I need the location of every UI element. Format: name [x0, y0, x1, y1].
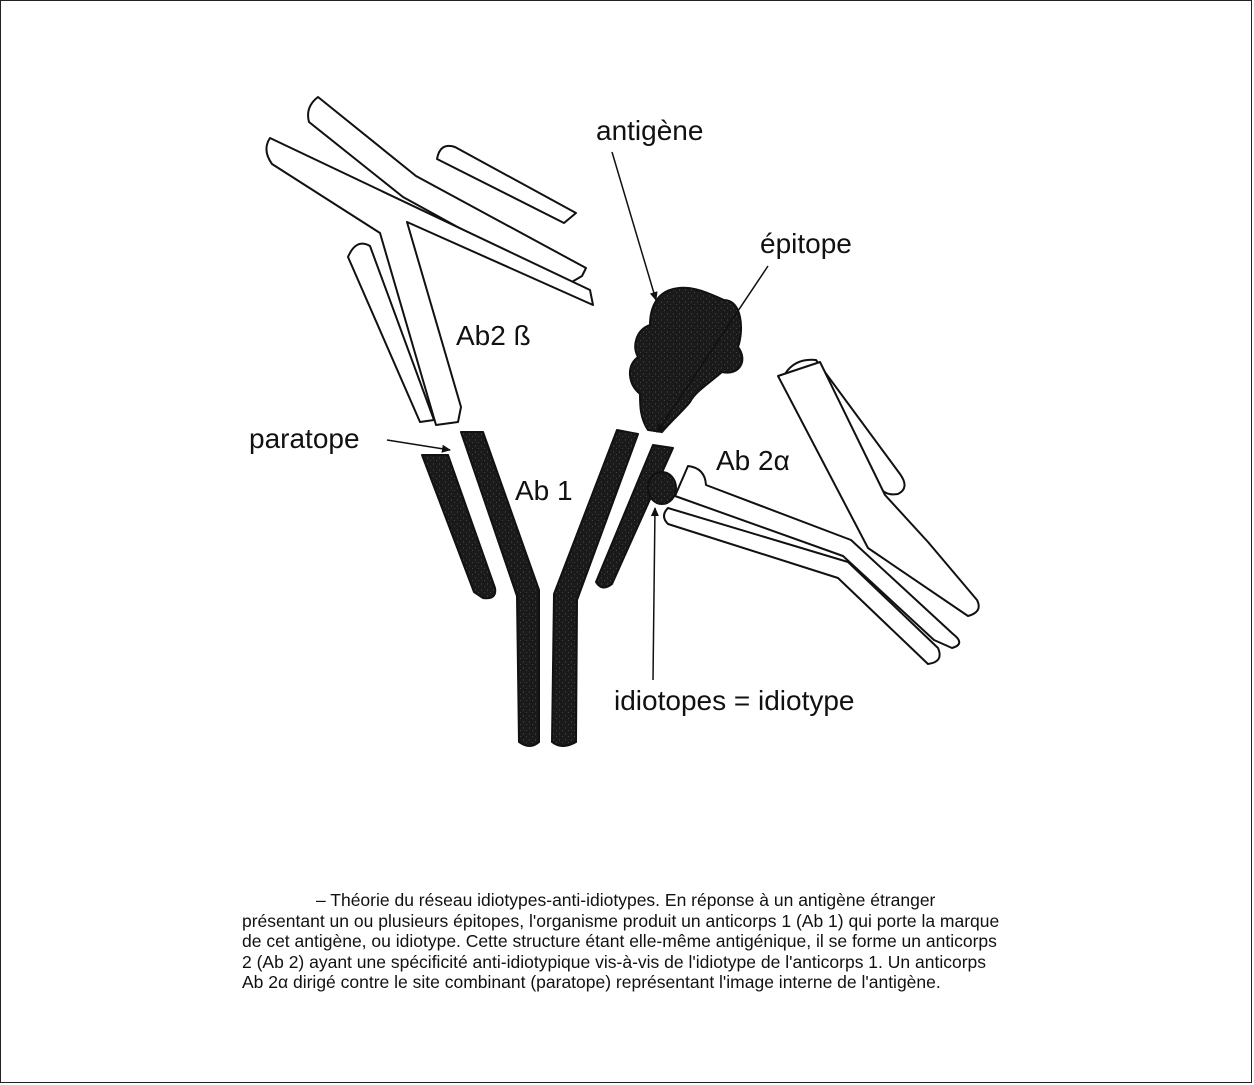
ab2-beta-lower-arm	[266, 138, 593, 425]
figure-caption: – Théorie du réseau idiotypes-anti-idiot…	[242, 890, 1010, 993]
label-ab1: Ab 1	[515, 475, 573, 506]
label-antigen: antigène	[596, 115, 703, 146]
ab2-beta-antibody	[266, 97, 593, 425]
antigen-arrow	[612, 152, 656, 300]
label-idiotopes: idiotopes = idiotype	[614, 685, 855, 716]
antigen-blob	[630, 288, 742, 432]
ab2-alpha-antibody	[664, 360, 979, 664]
label-paratope: paratope	[249, 423, 360, 454]
idiotope-knob	[648, 472, 676, 504]
label-epitope: épitope	[760, 228, 852, 259]
paratope-arrow	[387, 440, 450, 450]
idiotopes-arrow	[653, 508, 655, 680]
label-ab2-alpha: Ab 2α	[716, 445, 790, 476]
caption-text: – Théorie du réseau idiotypes-anti-idiot…	[242, 890, 999, 992]
label-ab2-beta: Ab2 ß	[456, 320, 531, 351]
